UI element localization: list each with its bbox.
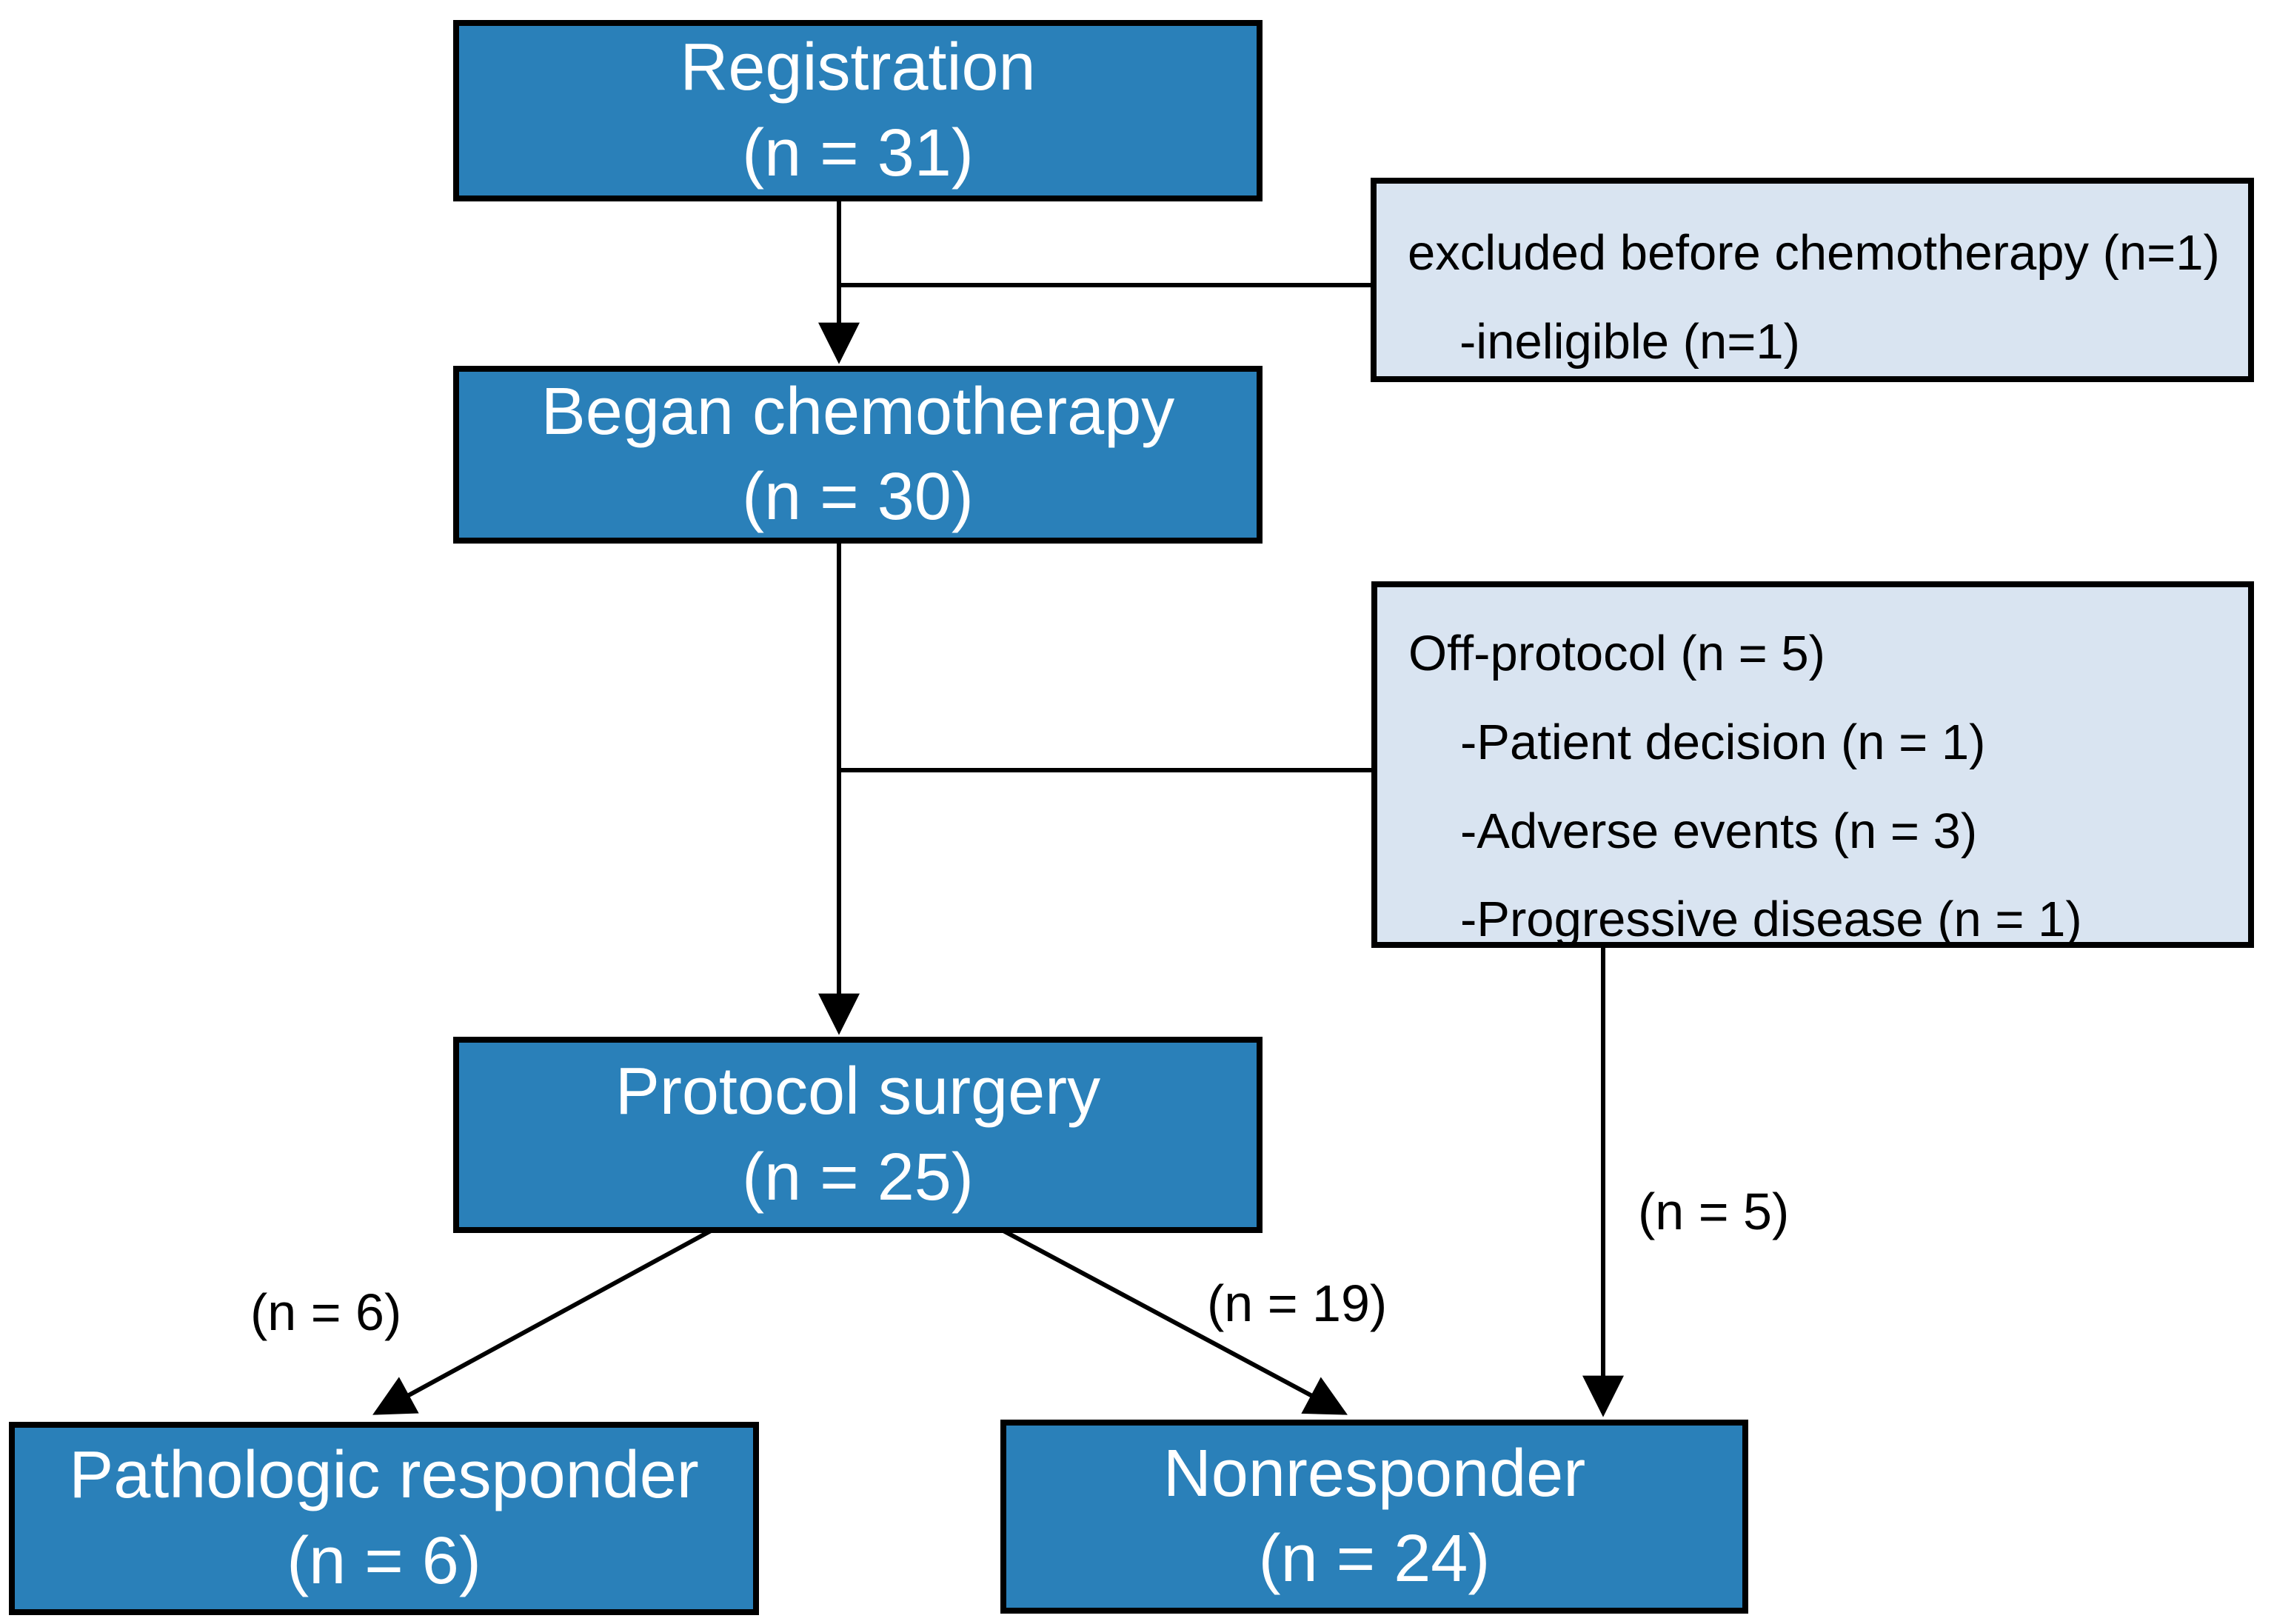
sidebox-excluded-reason: -ineligible (n=1) bbox=[1459, 313, 1800, 370]
sidebox-off-protocol: Off-protocol (n = 5) -Patient decision (… bbox=[1371, 581, 2254, 948]
sidebox-off-protocol-line: Off-protocol (n = 5) bbox=[1408, 626, 1825, 681]
node-nonresponder: Nonresponder (n = 24) bbox=[1000, 1420, 1748, 1614]
node-began-chemotherapy-label: Began chemotherapy bbox=[541, 374, 1175, 449]
node-registration-label: Registration bbox=[680, 30, 1036, 105]
sidebox-off-protocol-reason-3: -Progressive disease (n = 1) bbox=[1460, 892, 2082, 948]
node-nonresponder-label: Nonresponder bbox=[1163, 1436, 1586, 1511]
sidebox-off-protocol-reason-1: -Patient decision (n = 1) bbox=[1460, 714, 1986, 770]
node-registration: Registration (n = 31) bbox=[453, 20, 1263, 201]
arrow-surgery-to-responder bbox=[372, 1229, 712, 1415]
node-nonresponder-count: (n = 24) bbox=[1258, 1522, 1491, 1596]
node-protocol-surgery-label: Protocol surgery bbox=[615, 1055, 1101, 1129]
edge-label-nonresponder-count: (n = 19) bbox=[1207, 1274, 1388, 1332]
edge-label-offprotocol-count: (n = 5) bbox=[1638, 1183, 1790, 1240]
node-pathologic-responder: Pathologic responder (n = 6) bbox=[9, 1422, 759, 1615]
node-protocol-surgery: Protocol surgery (n = 25) bbox=[453, 1037, 1263, 1233]
sidebox-off-protocol-reason-2: -Adverse events (n = 3) bbox=[1460, 803, 1978, 859]
edge-label-responder-count: (n = 6) bbox=[250, 1283, 402, 1341]
sidebox-excluded-line: excluded before chemotherapy (n=1) bbox=[1408, 225, 2220, 281]
node-registration-count: (n = 31) bbox=[742, 116, 974, 190]
node-protocol-surgery-count: (n = 25) bbox=[742, 1140, 974, 1214]
node-began-chemotherapy: Began chemotherapy (n = 30) bbox=[453, 366, 1263, 544]
node-began-chemotherapy-count: (n = 30) bbox=[742, 460, 974, 534]
sidebox-excluded: excluded before chemotherapy (n=1) -inel… bbox=[1371, 178, 2254, 382]
node-pathologic-responder-count: (n = 6) bbox=[287, 1523, 481, 1598]
node-pathologic-responder-label: Pathologic responder bbox=[69, 1438, 699, 1513]
